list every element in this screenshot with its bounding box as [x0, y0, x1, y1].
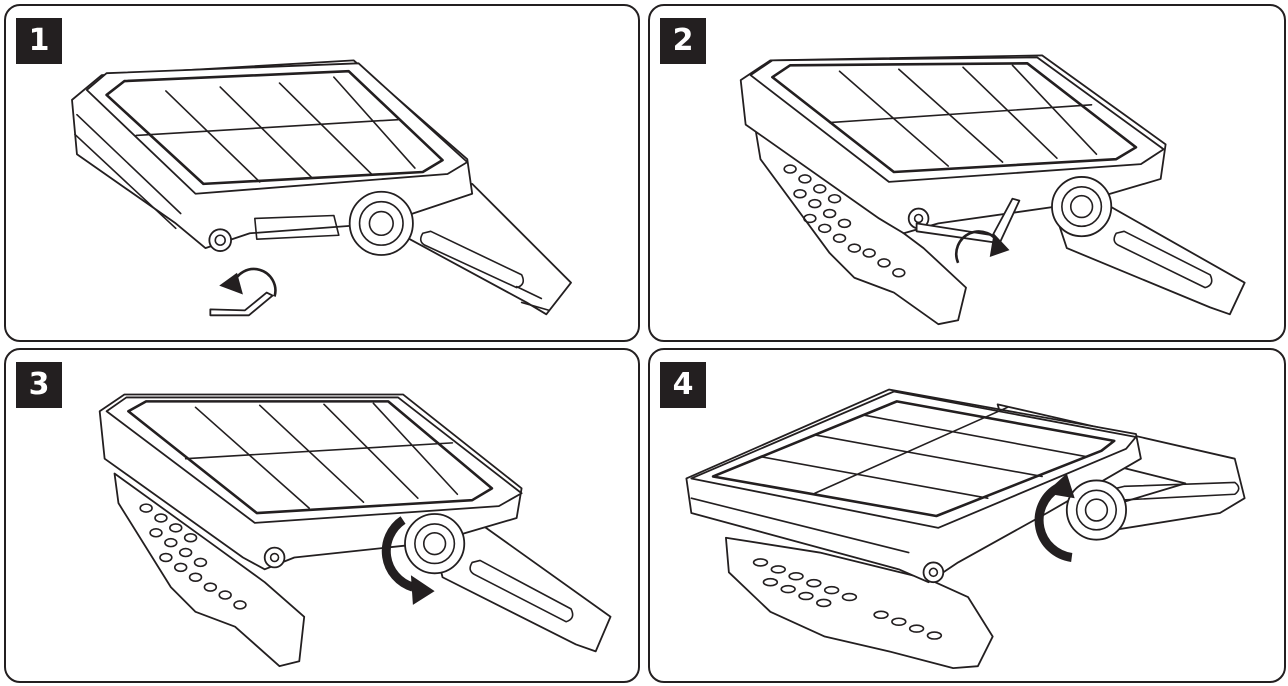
solar-light-illustration: [6, 350, 638, 681]
step-4-panel: 4: [648, 348, 1286, 683]
hinge-knob: [350, 192, 413, 255]
solar-panel: [691, 391, 1136, 527]
led-housing: [726, 538, 993, 668]
screw: [909, 209, 929, 229]
step-number-badge: 1: [16, 18, 62, 64]
step-1-panel: 1: [4, 4, 640, 342]
led-array: [140, 504, 246, 609]
hinge-knob: [1052, 177, 1111, 236]
solar-light-illustration: [650, 350, 1284, 681]
solar-light-illustration: [6, 6, 638, 340]
led-array: [784, 165, 905, 277]
step-3-panel: 3: [4, 348, 640, 683]
hinge-knob: [1067, 480, 1126, 539]
step-number-badge: 3: [16, 362, 62, 408]
rotate-arrow-icon: [956, 231, 1010, 262]
step-number-badge: 2: [660, 18, 706, 64]
step-2-panel: 2: [648, 4, 1286, 342]
led-array: [754, 559, 942, 639]
solar-panel: [107, 397, 522, 522]
solar-panel: [751, 57, 1164, 182]
step-number-badge: 4: [660, 362, 706, 408]
screw: [265, 548, 285, 568]
screw: [209, 229, 231, 251]
rotate-arrow-icon: [386, 520, 435, 605]
solar-panel: [87, 63, 467, 193]
led-housing: [115, 474, 305, 667]
solar-light-illustration: [650, 6, 1284, 340]
hinge-knob: [405, 514, 464, 573]
rotate-arrow-icon: [219, 269, 275, 297]
hex-key-icon: [210, 293, 272, 316]
rotate-arrow-icon: [1039, 473, 1075, 558]
screw: [924, 562, 944, 582]
